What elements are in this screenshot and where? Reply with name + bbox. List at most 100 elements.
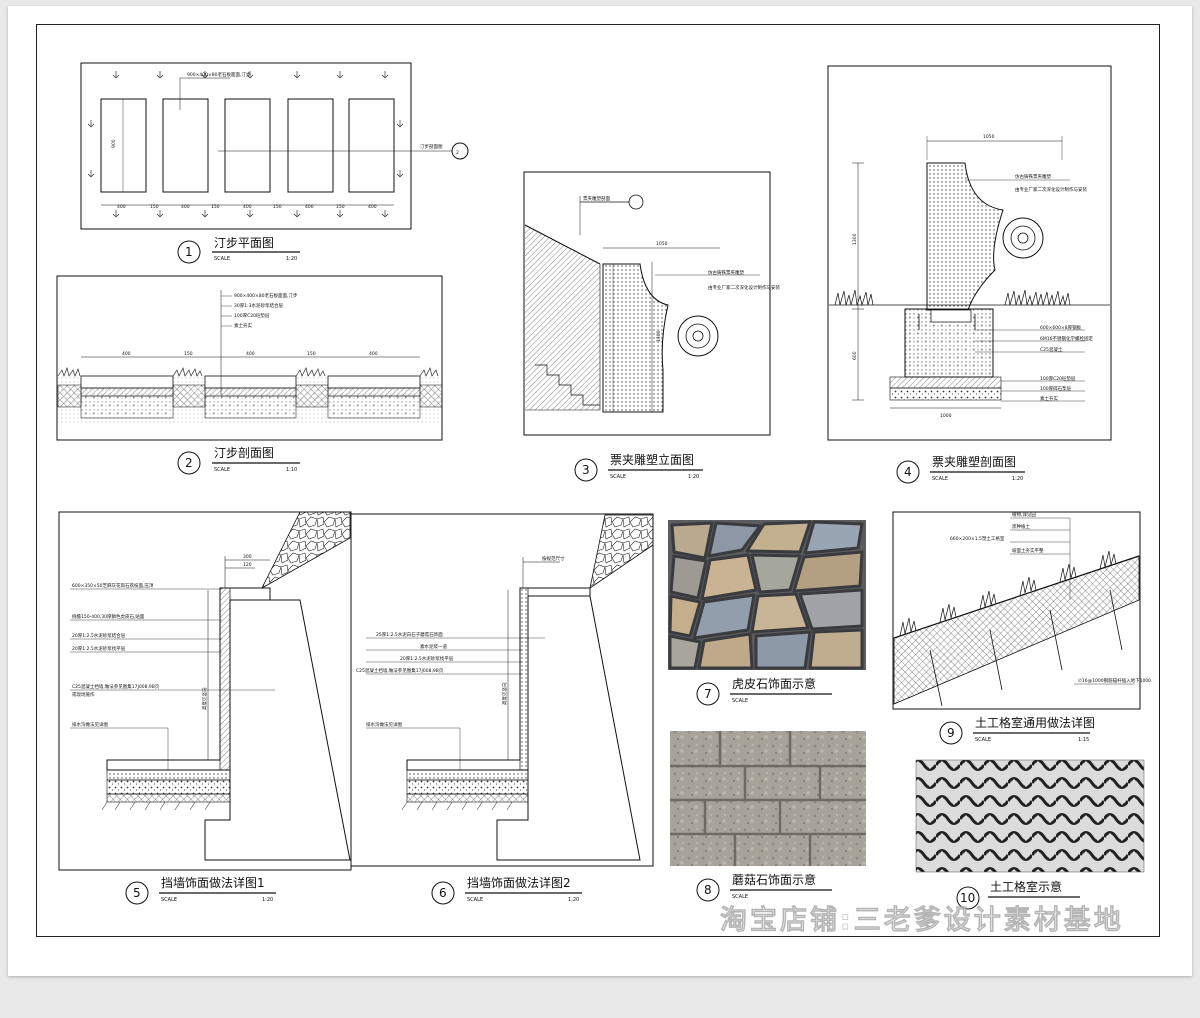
- p1-note: 900×400×80老石板面面,汀步: [187, 71, 251, 78]
- p5-dim: 120: [243, 562, 252, 568]
- panel-5-scale: 1:20: [262, 897, 273, 903]
- p5-note: 或现场施作: [72, 691, 95, 698]
- p2-note: 素土夯实: [234, 322, 252, 329]
- p1-dim: 400: [117, 204, 126, 210]
- panel-6-title: 挡墙饰面做法详图2: [467, 875, 571, 890]
- p6-top-label: 按规范尺寸: [542, 555, 565, 562]
- panel-9-scale-label: SCALE: [975, 737, 991, 743]
- p3-note: 由专业厂家二次深化设计制作与安装: [708, 284, 780, 291]
- p4-note: 100厚碎石垫层: [1040, 385, 1072, 392]
- panel-7-scale-label: SCALE: [732, 698, 748, 704]
- p9-note: 黑种植土: [1012, 523, 1030, 530]
- p4-note: 素土夯实: [1040, 395, 1058, 402]
- drawing-frame: [36, 24, 1160, 937]
- p6-bottom-note: 排水沟做法见详图: [366, 721, 402, 728]
- panel-10-geocell-photo: 10 土工格室示意: [915, 759, 1145, 910]
- p1-dim: 150: [273, 204, 282, 210]
- panel-3-scale-label: SCALE: [610, 474, 626, 480]
- p3-height-dim: 1300: [656, 330, 662, 342]
- p5-note: 20厚1:2.5水泥砂浆找平层: [72, 645, 126, 652]
- panel-4-scale: 1:20: [1012, 476, 1023, 482]
- p2-dim: 400: [122, 351, 131, 357]
- panel-1-title: 汀步平面图: [214, 236, 274, 250]
- p9-note: 植物,详见园: [1012, 511, 1036, 518]
- p2-dim: 150: [184, 351, 193, 357]
- panel-4-section: 1050 1000 1300 600 仿古铸铁票夹雕塑 由专业厂家二次深化设计制…: [827, 65, 1112, 484]
- p4-note: 由专业厂家二次深化设计制作与安装: [1015, 186, 1087, 193]
- p2-dim: 400: [246, 351, 255, 357]
- p9-anchor-note: ∅16@1000钢筋锚杆插入地下1000: [1078, 677, 1151, 684]
- p6-note: 素水泥浆一道: [420, 643, 447, 650]
- panel-10-number: 10: [960, 891, 975, 905]
- p5-height-label: 高度见竖向: [201, 687, 208, 710]
- p3-note: 仿古铸铁票夹雕塑: [708, 269, 744, 276]
- p1-section-symbol: 2: [456, 150, 459, 156]
- panel-5-scale-label: SCALE: [161, 897, 177, 903]
- panel-3-title: 票夹雕塑立面图: [610, 452, 694, 467]
- p2-dim: 400: [369, 351, 378, 357]
- panel-3-elevation: 票夹雕塑剖面 1050 1300 仿古铸铁票夹雕塑 由专业厂家二次深化设计制作与…: [523, 171, 780, 482]
- p1-dim: 150: [336, 204, 345, 210]
- panel-6-scale: 1:20: [568, 897, 579, 903]
- p6-note: C25混凝土挡墙,做法参见图集17J008,9B页: [356, 667, 444, 674]
- panel-2-section: 400 150 400 150 400 900×400×80老石板面面,汀步 3…: [56, 275, 443, 475]
- panel-10-title: 土工格室示意: [990, 879, 1062, 894]
- watermark: 淘宝店铺:三老爹设计素材基地: [720, 905, 1124, 937]
- panel-3-number: 3: [582, 463, 590, 477]
- panel-8-number: 8: [704, 883, 712, 897]
- panel-5-number: 5: [133, 886, 141, 900]
- panel-7-title: 虎皮石饰面示意: [732, 676, 816, 691]
- p4-base-dim: 1000: [940, 413, 952, 419]
- p4-width-dim: 1050: [983, 134, 995, 140]
- p2-note: 100厚C20砼垫层: [234, 312, 270, 319]
- panel-9-title: 土工格室通用做法详图: [975, 715, 1095, 730]
- panel-4-number: 4: [904, 465, 912, 479]
- p4-height-dim: 1300: [852, 233, 858, 245]
- panel-6-scale-label: SCALE: [467, 897, 483, 903]
- panel-7-number: 7: [704, 687, 712, 701]
- p5-note: 排水沟做法见详图: [72, 721, 108, 728]
- p2-note: 900×400×80老石板面面,汀步: [234, 292, 298, 299]
- panel-8-mushroom-stone-photo: 8 蘑菇石饰面示意 SCALE: [670, 731, 866, 902]
- p6-height-label: 高度见竖向: [501, 682, 508, 705]
- p5-note: 挑檐150-400,30厚鳞色虎皮石,贴面: [72, 613, 145, 620]
- panel-4-scale-label: SCALE: [932, 476, 948, 482]
- p1-section-mark: 汀步剖面图: [420, 143, 443, 150]
- p1-height-dim: 900: [111, 139, 117, 148]
- p5-note: 600×350×50芝麻灰花岗石荔枝面,压顶: [72, 582, 154, 589]
- panel-1-scale-label: SCALE: [214, 256, 230, 262]
- p4-note: 6M16不锈钢化学螺栓固定: [1040, 335, 1093, 342]
- panel-8-title: 蘑菇石饰面示意: [732, 872, 816, 887]
- panel-6-number: 6: [439, 886, 447, 900]
- p2-dim: 150: [307, 351, 316, 357]
- p4-note: 100厚C20砼垫层: [1040, 375, 1076, 382]
- p1-dim: 400: [243, 204, 252, 210]
- panel-7-flagstone-photo: 7 虎皮石饰面示意 SCALE: [668, 520, 866, 706]
- p1-dim: 400: [181, 204, 190, 210]
- panel-2-title: 汀步剖面图: [214, 446, 274, 460]
- p4-note: 仿古铸铁票夹雕塑: [1015, 173, 1051, 180]
- panel-1-number: 1: [185, 245, 193, 259]
- panel-3-scale: 1:20: [688, 474, 699, 480]
- p2-ground: [57, 366, 443, 423]
- p6-note: 20厚1:2.5水泥砂浆找平层: [400, 655, 454, 662]
- panel-2-scale-label: SCALE: [214, 467, 230, 473]
- p3-width-dim: 1050: [656, 241, 668, 247]
- panel-9-geocell-detail: 植物,详见园 黑种植土 660×200×1.5塑土工格室 坡面土夯实平整 ∅16…: [892, 511, 1151, 745]
- panel-6-wall-detail: 按规范尺寸 25厚1:2.5水泥白石子蘑菇石饰面 素水泥浆一道 20厚1:2.5…: [350, 513, 654, 905]
- panel-4-title: 票夹雕塑剖面图: [932, 454, 1016, 469]
- p5-note: 20厚1:2.5水泥砂浆结合层: [72, 632, 126, 639]
- p2-note: 30厚1:3水泥砂浆结合层: [234, 302, 283, 309]
- p4-height-dim: 600: [852, 351, 858, 360]
- panel-2-number: 2: [185, 456, 193, 470]
- panel-1-scale: 1:20: [286, 256, 297, 262]
- p5-note: C25混凝土挡墙,做法参见图集17J008,9B页: [72, 683, 160, 690]
- p1-dim: 400: [305, 204, 314, 210]
- p9-note: 660×200×1.5塑土工格室: [950, 535, 1005, 542]
- p1-dim: 150: [150, 204, 159, 210]
- p9-note: 坡面土夯实平整: [1012, 547, 1044, 554]
- p6-note: 25厚1:2.5水泥白石子蘑菇石饰面: [376, 631, 443, 638]
- p1-dim: 150: [211, 204, 220, 210]
- panel-9-number: 9: [947, 726, 955, 740]
